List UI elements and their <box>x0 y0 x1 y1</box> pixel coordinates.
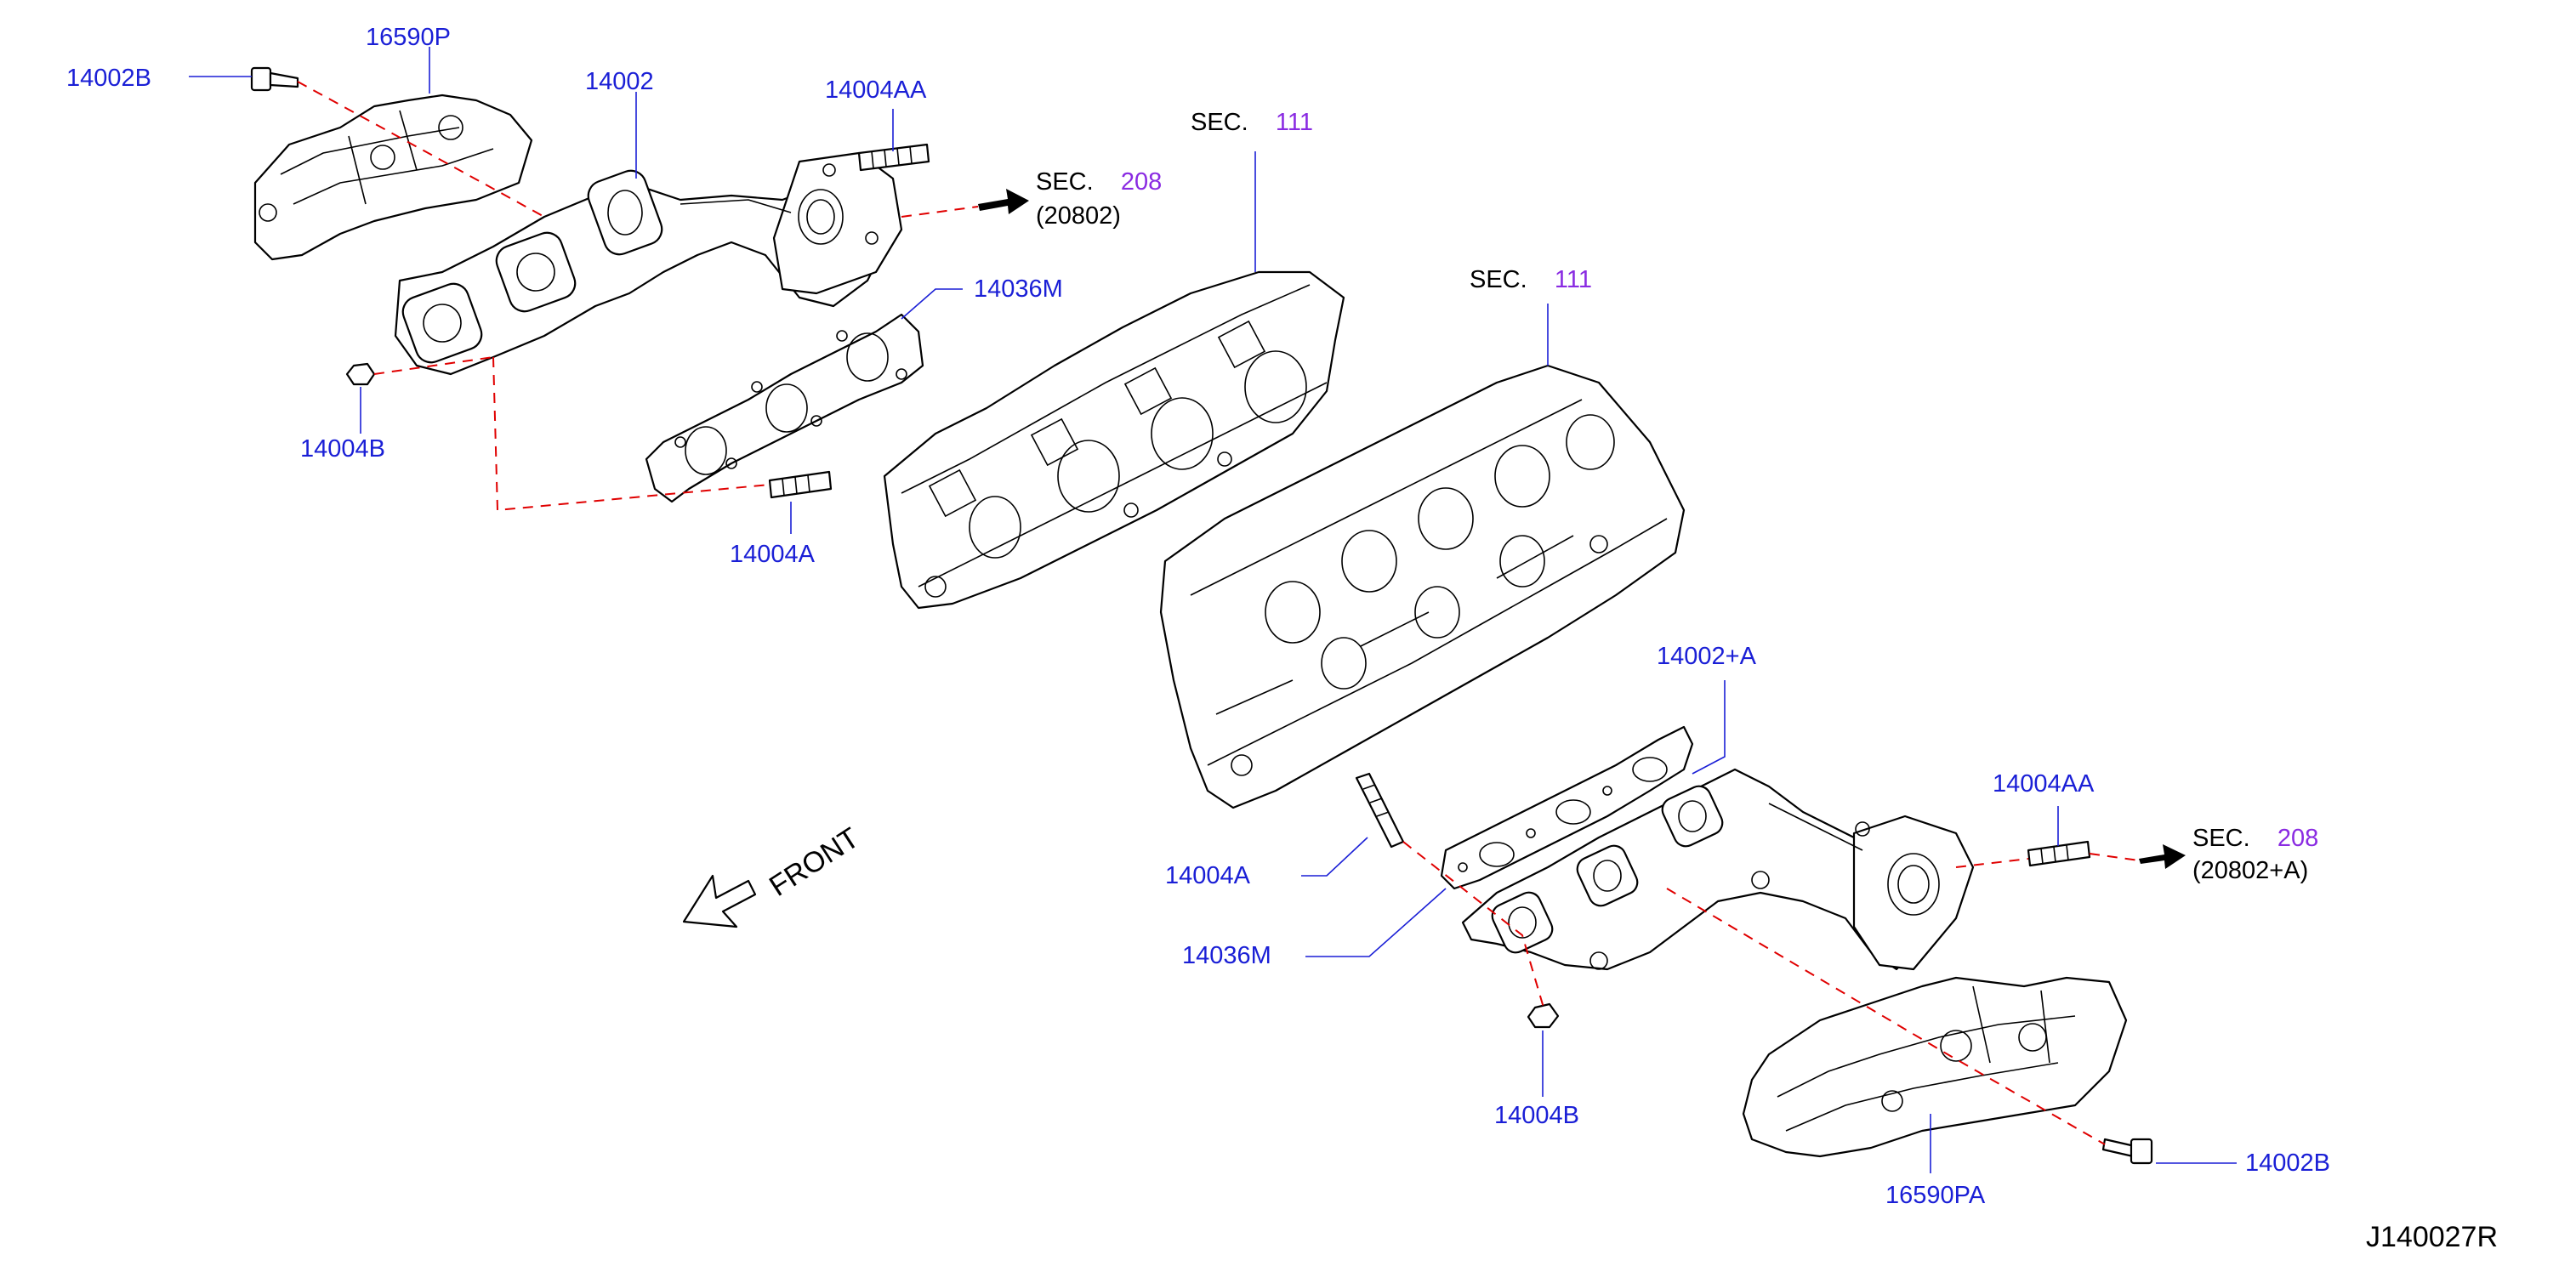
label-part-14002-a: 14002+A <box>1657 643 1756 670</box>
section-ref-208-lower[interactable]: SEC. 208 <box>2192 826 2318 851</box>
section-prefix: SEC. <box>1470 266 1527 293</box>
label-part-14002b-upper: 14002B <box>66 65 151 92</box>
section-sub-20802-a: (20802+A) <box>2192 857 2309 884</box>
label-part-14004b-upper: 14004B <box>300 435 385 463</box>
heat-shield-lower <box>1742 976 2128 1158</box>
section-prefix: SEC. <box>2192 825 2250 852</box>
exhaust-manifold-upper <box>394 151 903 376</box>
section-ref-111-lower[interactable]: SEC. 111 <box>1470 268 1592 292</box>
stud-right <box>1355 772 1405 849</box>
label-part-16590pa: 16590PA <box>1885 1182 1986 1209</box>
arrow-lower <box>2139 844 2186 869</box>
section-sub-20802: (20802) <box>1036 202 1121 230</box>
label-part-14004b-lower: 14004B <box>1494 1102 1579 1129</box>
stud-left <box>768 470 833 499</box>
section-number[interactable]: 111 <box>1275 109 1314 136</box>
label-part-14036m-lower: 14036M <box>1182 942 1271 969</box>
section-number[interactable]: 111 <box>1554 266 1593 293</box>
exhaust-manifold-lower <box>1461 768 1975 971</box>
label-part-14004aa-upper: 14004AA <box>825 77 927 104</box>
gasket-lower <box>1440 725 1694 890</box>
nut-lower <box>1527 1002 1560 1029</box>
bolt-lower <box>2101 1138 2153 1165</box>
nut-upper <box>345 362 376 386</box>
label-part-14002: 14002 <box>585 68 654 95</box>
section-ref-111-upper[interactable]: SEC. 111 <box>1191 111 1313 135</box>
section-number[interactable]: 208 <box>2277 825 2319 852</box>
stud-upper-right <box>857 143 930 172</box>
bolt-upper <box>250 66 299 92</box>
cylinder-head-lower <box>1159 364 1686 809</box>
cylinder-head-upper <box>883 270 1345 610</box>
label-part-14004a-left: 14004A <box>730 541 815 568</box>
section-prefix: SEC. <box>1036 168 1094 196</box>
section-number[interactable]: 208 <box>1120 168 1163 196</box>
diagram-code: J140027R <box>2366 1221 2499 1253</box>
stud-lower-right <box>2027 840 2091 867</box>
section-prefix: SEC. <box>1191 109 1248 136</box>
label-part-16590p: 16590P <box>366 24 451 51</box>
gasket-upper <box>645 313 924 503</box>
label-part-14004aa-lower: 14004AA <box>1993 770 2095 798</box>
label-part-14002b-lower: 14002B <box>2245 1150 2330 1177</box>
leader-lines <box>189 47 2237 1173</box>
front-arrow-icon <box>682 874 757 928</box>
label-part-14004a-right: 14004A <box>1165 862 1250 889</box>
arrow-upper <box>978 189 1029 214</box>
alignment-lines <box>297 81 2140 1145</box>
heat-shield-upper <box>253 94 533 261</box>
section-ref-208-upper[interactable]: SEC. 208 <box>1036 170 1162 195</box>
label-part-14036m-upper: 14036M <box>974 275 1063 303</box>
